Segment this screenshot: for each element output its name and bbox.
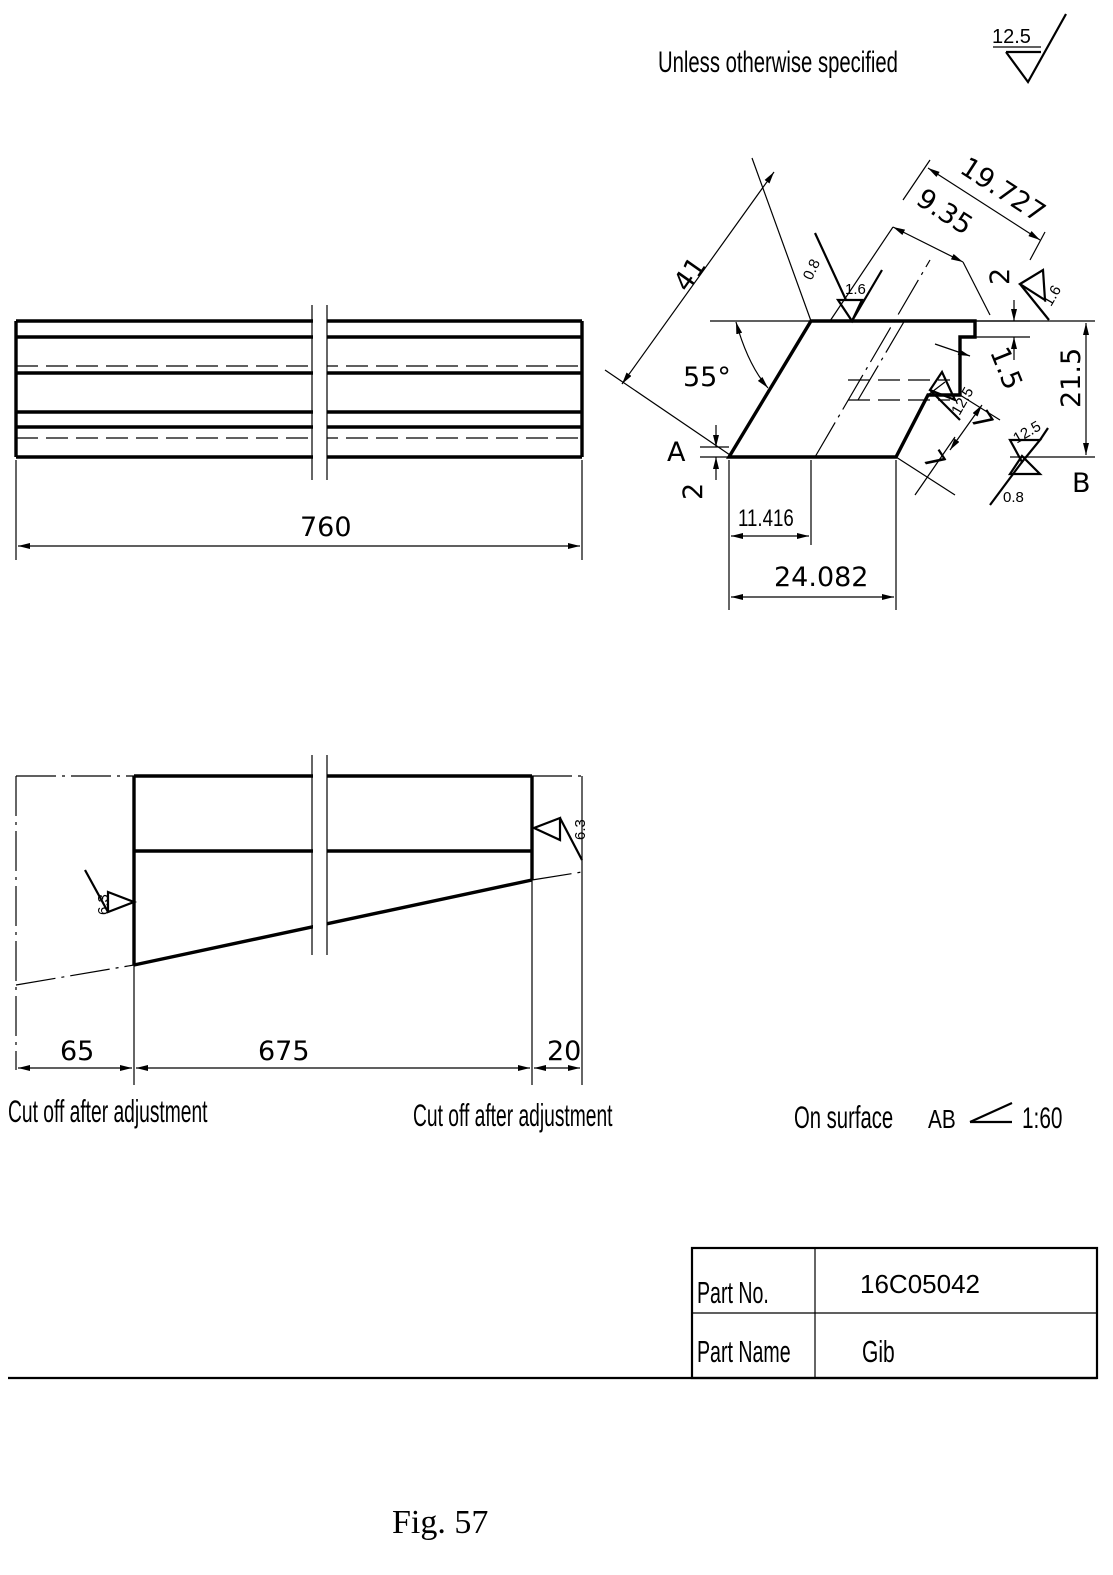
dim-angle: 55° bbox=[683, 362, 731, 393]
dim-2-left: 2 bbox=[678, 483, 709, 500]
general-roughness-note: Unless otherwise specified 12.5 bbox=[658, 13, 1067, 85]
roughness-left-icon: 6.3 bbox=[84, 869, 138, 915]
roughness-right-b-icon: 12.5 0.8 bbox=[989, 418, 1049, 506]
note-taper-surface: AB bbox=[928, 1105, 956, 1134]
label-a: A bbox=[667, 437, 686, 468]
dim-7b: 7 bbox=[916, 445, 951, 476]
note-text: Unless otherwise specified bbox=[658, 46, 898, 79]
dim-length: 760 bbox=[300, 512, 352, 543]
dim-935: 9.35 bbox=[911, 183, 978, 242]
dim-675: 675 bbox=[258, 1036, 310, 1067]
rough-mid: 12.5 bbox=[948, 384, 977, 418]
dim-20: 20 bbox=[547, 1036, 581, 1067]
roughness-top-icon: 0.8 1.6 bbox=[800, 232, 883, 324]
top-view: 760 bbox=[14, 305, 584, 560]
note-taper-prefix: On surface bbox=[794, 1100, 893, 1136]
rough-left-value: 6.3 bbox=[95, 894, 112, 915]
note-taper-ratio: 1:60 bbox=[1022, 1102, 1062, 1135]
dim-41: 41 bbox=[668, 252, 713, 298]
cross-section-view: 55° 41 19.727 9.35 2 1.5 21.5 bbox=[604, 152, 1095, 610]
note-cut-right: Cut off after adjustment bbox=[413, 1100, 613, 1134]
roughness-symbol-icon: 12.5 bbox=[992, 13, 1067, 85]
dim-11416: 11.416 bbox=[738, 504, 794, 532]
dim-15: 1.5 bbox=[983, 343, 1028, 394]
roughness-mid-icon: 12.5 bbox=[928, 369, 977, 421]
part-no-value: 16C05042 bbox=[860, 1269, 980, 1299]
dim-24082: 24.082 bbox=[774, 562, 868, 593]
title-block: Part No. 16C05042 Part Name Gib bbox=[8, 1246, 1099, 1380]
part-name-value: Gib bbox=[862, 1334, 895, 1369]
rough-right-b-bottom: 0.8 bbox=[1003, 489, 1024, 506]
note-roughness-value: 12.5 bbox=[992, 26, 1031, 48]
note-cut-left: Cut off after adjustment bbox=[8, 1096, 208, 1130]
dim-65: 65 bbox=[60, 1036, 94, 1067]
label-b: B bbox=[1072, 468, 1091, 499]
roughness-right-top-icon: 1.6 bbox=[1017, 268, 1065, 321]
dim-215: 21.5 bbox=[1056, 348, 1087, 408]
rough-top-a: 0.8 bbox=[800, 257, 824, 283]
notes: Cut off after adjustment Cut off after a… bbox=[8, 1096, 1062, 1136]
figure-caption: Fig. 57 bbox=[392, 1504, 488, 1541]
part-name-label: Part Name bbox=[697, 1336, 791, 1369]
dim-2-top: 2 bbox=[985, 268, 1016, 285]
rough-top-b: 1.6 bbox=[845, 281, 866, 298]
rough-right-value: 6.3 bbox=[572, 819, 589, 840]
taper-symbol-icon bbox=[969, 1101, 1013, 1124]
part-no-label: Part No. bbox=[697, 1277, 769, 1310]
front-view: 65 675 20 6.3 6.3 bbox=[15, 755, 589, 1085]
roughness-right-icon: 6.3 bbox=[531, 816, 589, 861]
dim-7a: 7 bbox=[964, 405, 999, 436]
